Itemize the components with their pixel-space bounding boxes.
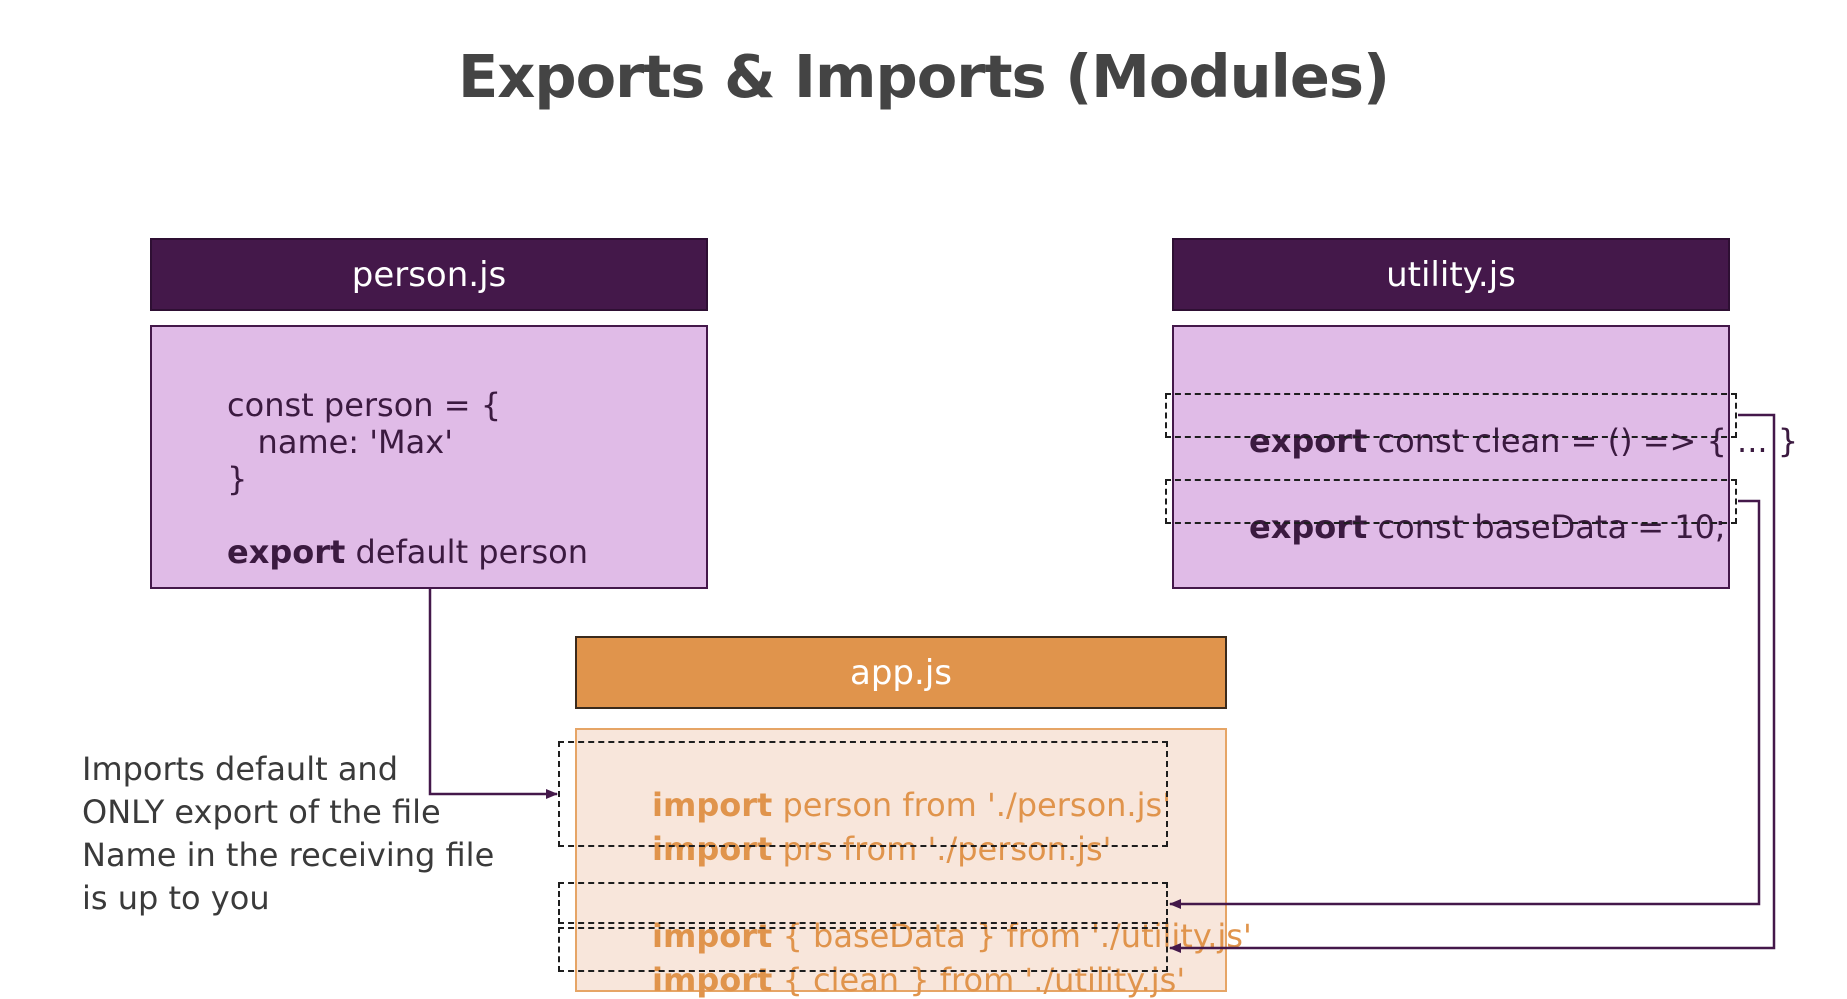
app-import-person-keyword: import: [652, 786, 773, 824]
slide-title: Exports & Imports (Modules): [457, 42, 1390, 111]
app-import-prs-text: prs from './person.js': [772, 830, 1112, 868]
person-code-line-1-text: const person = {: [227, 386, 502, 424]
app-import-person-line: import person from './person.js': [591, 745, 1171, 865]
app-import-prs-keyword: import: [652, 830, 773, 868]
person-code-line-2-text: name: 'Max': [227, 423, 453, 461]
person-code-line-2: name: 'Max': [166, 382, 453, 502]
app-file-header: app.js: [575, 636, 1227, 709]
person-export-line: export default person: [166, 492, 588, 612]
person-export-text: default person: [345, 533, 588, 571]
utility-file-name: utility.js: [1386, 254, 1516, 295]
person-file-body: const person = { name: 'Max' } export de…: [150, 325, 708, 589]
person-code-line-3: }: [166, 419, 247, 539]
person-file-header: person.js: [150, 238, 708, 311]
app-file-body: import person from './person.js' import …: [575, 728, 1252, 999]
utility-clean-highlight: [1165, 393, 1737, 438]
app-clean-import-highlight: [558, 927, 1168, 972]
utility-file-body: export const clean = () => { ... } expor…: [1172, 325, 1798, 589]
app-import-clean-keyword: import: [652, 961, 773, 999]
app-import-clean-line: import { clean } from './utility.js': [591, 920, 1185, 999]
person-file-name: person.js: [351, 254, 507, 295]
app-basedata-import-highlight: [558, 882, 1168, 924]
app-file-name: app.js: [850, 652, 952, 693]
app-default-imports-highlight: [558, 741, 1168, 847]
person-export-keyword: export: [227, 533, 346, 571]
default-import-note: Imports default and ONLY export of the f…: [82, 748, 494, 920]
note-line-4: is up to you: [82, 879, 270, 917]
note-line-3: Name in the receiving file: [82, 836, 495, 874]
person-code-line-3-text: }: [227, 460, 248, 498]
utility-file-header: utility.js: [1172, 238, 1730, 311]
note-line-2: ONLY export of the file: [82, 793, 441, 831]
utility-basedata-highlight: [1165, 479, 1737, 524]
person-code-line-1: const person = {: [166, 345, 501, 465]
app-import-person-text: person from './person.js': [772, 786, 1171, 824]
note-line-1: Imports default and: [82, 750, 399, 788]
app-import-prs-line: import prs from './person.js': [591, 789, 1111, 909]
